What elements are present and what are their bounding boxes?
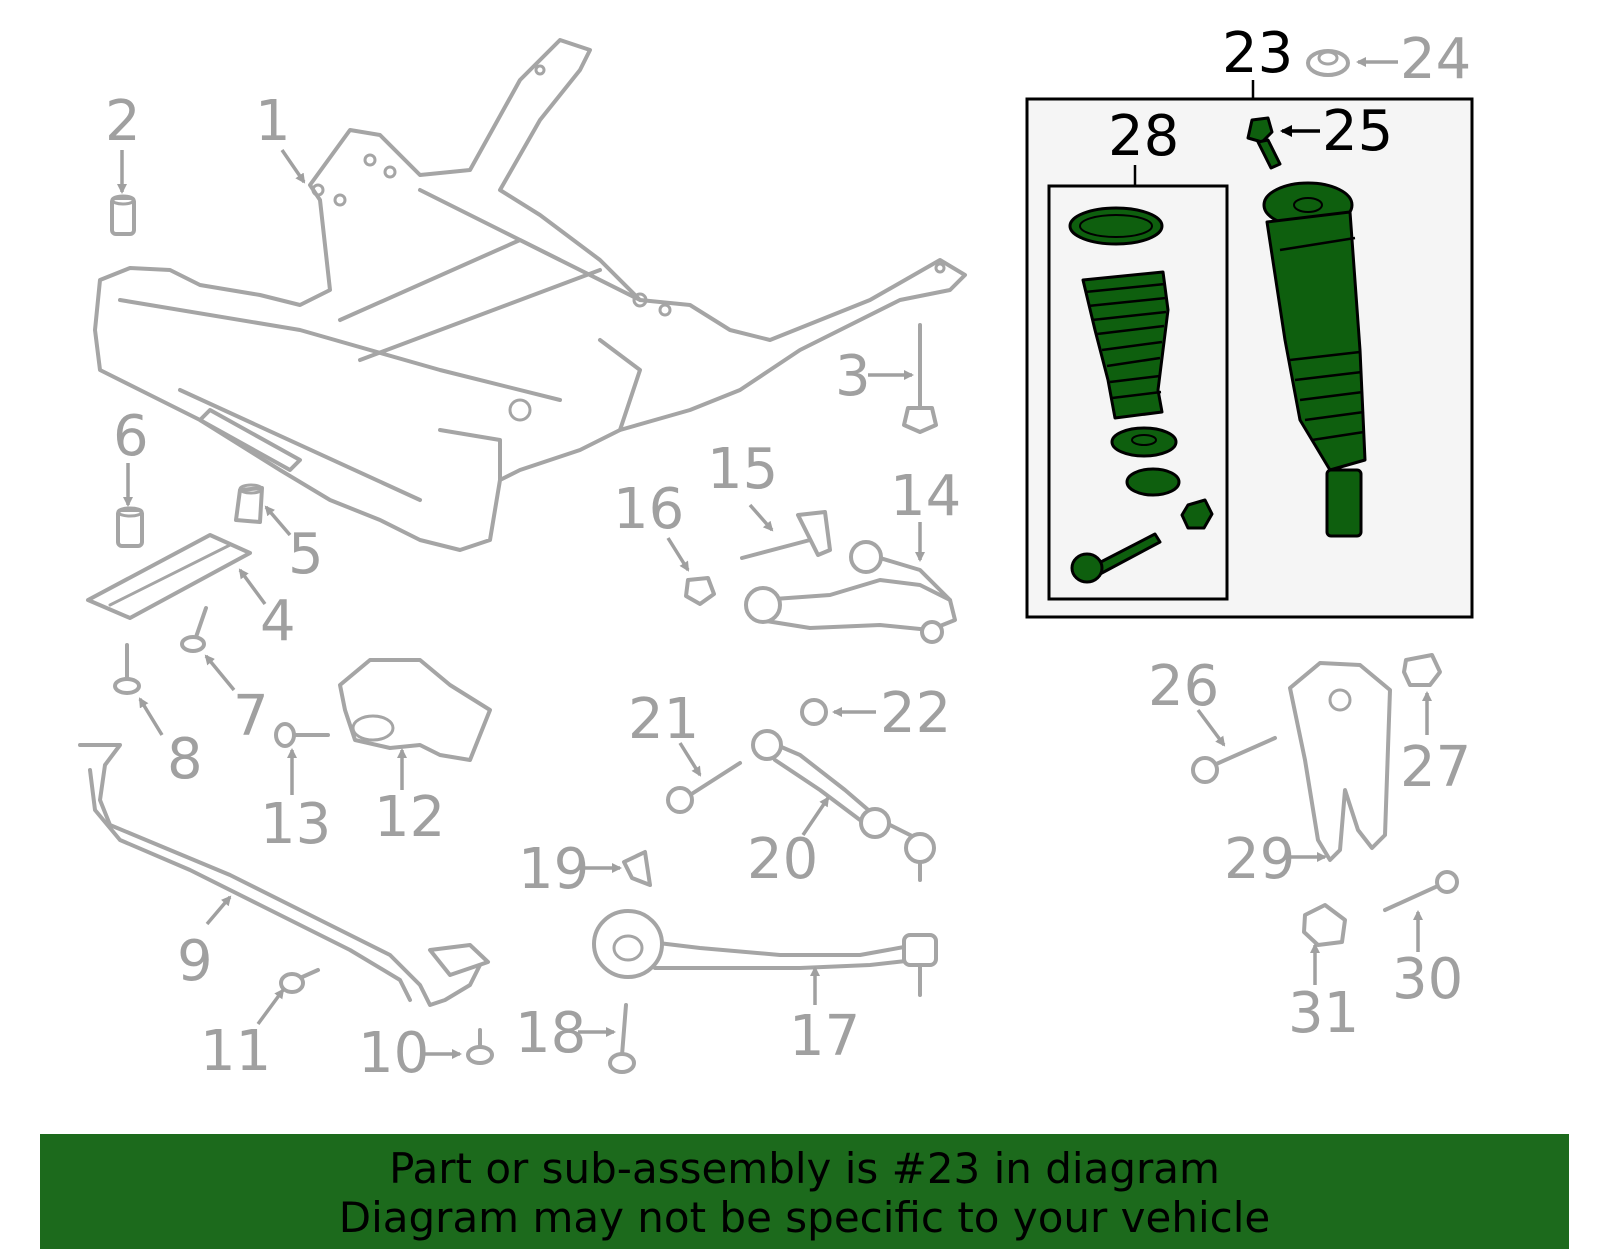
bushing-part-5[interactable]: [234, 483, 264, 524]
callout-20: 20: [747, 827, 818, 892]
bolt-part-25[interactable]: [1246, 116, 1282, 170]
callout-27: 27: [1400, 735, 1471, 800]
callout-10: 10: [358, 1021, 429, 1086]
lower-control-arm-part-20[interactable]: [751, 729, 936, 882]
bolt-part-21[interactable]: [666, 761, 742, 814]
bushing-part-2[interactable]: [110, 194, 136, 236]
bolt-part-10[interactable]: [466, 1028, 494, 1065]
callout-26: 26: [1148, 654, 1219, 719]
nut-part-24[interactable]: [1306, 49, 1350, 77]
bolt-part-15[interactable]: [740, 510, 832, 560]
callout-12: 12: [374, 785, 445, 850]
callout-16: 16: [613, 477, 684, 542]
callout-3: 3: [835, 344, 871, 409]
lower-control-arm-part-17[interactable]: [592, 909, 938, 997]
callout-9: 9: [177, 929, 213, 994]
subframe-part-1[interactable]: [93, 38, 967, 552]
callout-labels: 1 2 3 4 5 6 7 8 9 10 11 12 13 14 15 16 1…: [105, 21, 1471, 1086]
banner-line-1: Part or sub-assembly is #23 in diagram: [389, 1144, 1220, 1193]
callout-31: 31: [1288, 981, 1359, 1046]
bracket-part-19[interactable]: [622, 850, 652, 887]
bolt-part-30[interactable]: [1383, 870, 1459, 912]
callout-24: 24: [1400, 27, 1471, 92]
callout-13: 13: [260, 792, 331, 857]
callout-8: 8: [167, 727, 203, 792]
callout-19: 19: [518, 837, 589, 902]
callout-23: 23: [1222, 21, 1293, 86]
strut-assembly-part-23[interactable]: [1262, 181, 1367, 538]
callout-30: 30: [1392, 947, 1463, 1012]
nut-part-16[interactable]: [684, 576, 716, 606]
callout-15: 15: [707, 437, 778, 502]
stabilizer-bar-part-9[interactable]: [78, 743, 490, 1007]
bolt-part-8[interactable]: [113, 643, 141, 695]
bolt-part-7[interactable]: [180, 606, 208, 653]
bracket-part-4[interactable]: [86, 533, 252, 620]
info-banner: Part or sub-assembly is #23 in diagram D…: [40, 1134, 1569, 1249]
callout-17: 17: [789, 1004, 860, 1069]
callout-2: 2: [105, 89, 141, 154]
callout-arrows: [117, 57, 1432, 1059]
callout-7: 7: [233, 684, 269, 749]
callout-25: 25: [1322, 99, 1393, 164]
bolt-part-18[interactable]: [608, 1003, 636, 1074]
callout-14: 14: [890, 464, 961, 529]
callout-6: 6: [113, 404, 149, 469]
bracket-part-12[interactable]: [338, 658, 492, 762]
bolt-part-11[interactable]: [279, 968, 320, 994]
bracket-part-29[interactable]: [1288, 661, 1392, 862]
bolt-part-3[interactable]: [902, 323, 938, 434]
banner-line-2: Diagram may not be specific to your vehi…: [338, 1193, 1271, 1242]
dust-boot-kit-part-28[interactable]: [1068, 206, 1214, 584]
bolt-part-13[interactable]: [274, 722, 330, 748]
callout-29: 29: [1224, 827, 1295, 892]
bushing-part-6[interactable]: [116, 506, 144, 548]
callout-28: 28: [1108, 104, 1179, 169]
callout-4: 4: [260, 589, 296, 654]
bolt-part-26[interactable]: [1191, 736, 1277, 784]
nut-part-22[interactable]: [800, 698, 828, 726]
nut-part-31[interactable]: [1302, 903, 1347, 947]
callout-5: 5: [288, 522, 324, 587]
nut-part-27[interactable]: [1402, 653, 1442, 687]
callout-22: 22: [880, 681, 951, 746]
upper-control-arm-part-14[interactable]: [744, 540, 957, 644]
callout-11: 11: [200, 1019, 271, 1084]
callout-18: 18: [515, 1001, 586, 1066]
callout-1: 1: [255, 89, 291, 154]
callout-21: 21: [628, 687, 699, 752]
